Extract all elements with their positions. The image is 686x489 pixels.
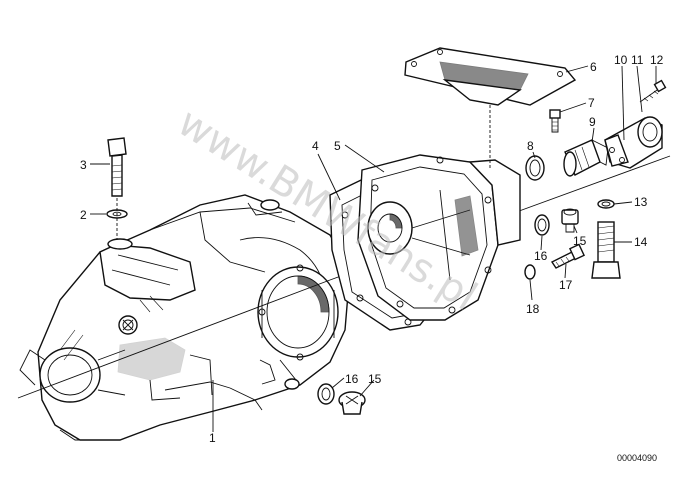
callout-15-lower: 15 xyxy=(368,372,382,386)
pinion-axis-line xyxy=(17,279,331,399)
callout-16-lower: 16 xyxy=(345,372,359,386)
plug-15-upper xyxy=(561,208,579,233)
seal-ring-16-lower xyxy=(317,383,335,405)
callout-15-upper: 15 xyxy=(573,234,587,248)
o-ring-8 xyxy=(525,155,545,181)
callout-17: 17 xyxy=(559,278,573,292)
bolt-12 xyxy=(639,79,667,103)
inspection-plate xyxy=(404,47,577,106)
callout-18: 18 xyxy=(526,302,540,316)
callout-2: 2 xyxy=(80,208,87,222)
screw-7 xyxy=(549,109,561,133)
leader-lines xyxy=(90,65,657,432)
flange-housing xyxy=(604,116,663,169)
callout-13: 13 xyxy=(634,195,648,209)
callout-5: 5 xyxy=(334,139,341,153)
callout-labels: 1 2 3 4 5 6 7 8 9 10 11 12 13 14 15 16 1… xyxy=(80,53,664,445)
callout-16-upper: 16 xyxy=(534,249,548,263)
differential-housing xyxy=(19,194,351,441)
reference-code: 00004090 xyxy=(617,453,657,463)
bolt-3 xyxy=(107,137,127,197)
callout-7: 7 xyxy=(588,96,595,110)
screw-17 xyxy=(550,243,585,269)
callout-1: 1 xyxy=(209,431,216,445)
callout-4: 4 xyxy=(312,139,319,153)
plug-15-lower xyxy=(338,391,366,415)
callout-3: 3 xyxy=(80,158,87,172)
washer-13 xyxy=(597,199,615,209)
bolt-14 xyxy=(591,221,621,279)
sensor-9 xyxy=(563,139,609,177)
callout-14: 14 xyxy=(634,235,648,249)
callout-9: 9 xyxy=(589,115,596,129)
seal-ring-16-upper xyxy=(534,214,550,236)
differential-cover xyxy=(357,154,521,321)
lock-washer-18 xyxy=(524,264,536,280)
callout-11: 11 xyxy=(631,53,644,67)
callout-12: 12 xyxy=(650,53,664,67)
callout-10: 10 xyxy=(614,53,628,67)
callout-8: 8 xyxy=(527,139,534,153)
callout-6: 6 xyxy=(590,60,597,74)
